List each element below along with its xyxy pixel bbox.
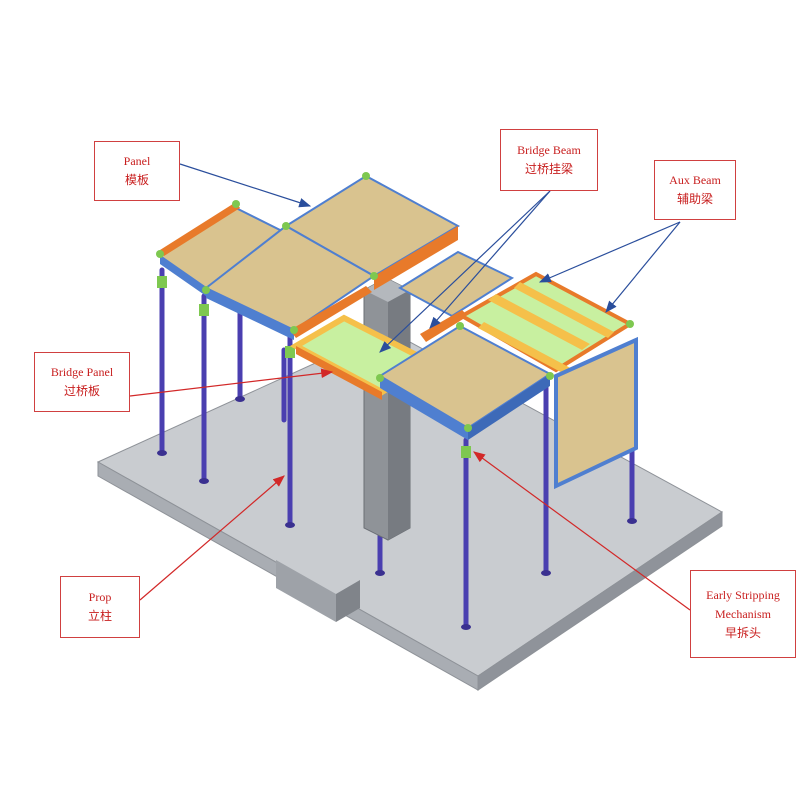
bridge-beam-label-en: Bridge Beam <box>517 143 581 157</box>
bridge-panel-label-zh: 过桥板 <box>63 384 100 398</box>
node-dots <box>156 172 634 432</box>
aux-beam-label-en: Aux Beam <box>669 173 721 187</box>
early-stripping-callout: Early Stripping Mechanism 早拆头 <box>690 570 796 658</box>
aux-beam-label-zh: 辅助梁 <box>676 192 713 206</box>
early-stripping-label-en-2: Mechanism <box>715 606 771 621</box>
bridge-beam-callout: Bridge Beam 过桥挂梁 <box>500 129 598 191</box>
early-stripping-label-en-1: Early Stripping <box>706 587 780 602</box>
prop-callout: Prop 立柱 <box>60 576 140 638</box>
prop-feet <box>157 396 637 630</box>
props-back <box>159 267 635 629</box>
panel-front <box>378 324 552 440</box>
bridge-panel-callout: Bridge Panel 过桥板 <box>34 352 130 412</box>
panel-callout: Panel 模板 <box>94 141 180 201</box>
wall-panel <box>554 336 638 490</box>
bridge-beams <box>290 286 468 342</box>
prop-label-en: Prop <box>88 590 112 604</box>
panel-back-right <box>398 250 515 318</box>
concrete-column <box>363 277 411 541</box>
prop-label-zh: 立柱 <box>87 609 112 623</box>
aux-panel <box>457 271 635 378</box>
aux-beam-callout: Aux Beam 辅助梁 <box>654 160 736 220</box>
panel-label-en: Panel <box>123 154 151 168</box>
early-stripping-label-zh: 早拆头 <box>724 625 761 640</box>
bridge-beam-label-zh: 过桥挂梁 <box>524 162 573 176</box>
leader-lines <box>129 163 691 611</box>
panel-label-zh: 模板 <box>124 173 149 187</box>
bridge-panel-label-en: Bridge Panel <box>50 365 114 379</box>
